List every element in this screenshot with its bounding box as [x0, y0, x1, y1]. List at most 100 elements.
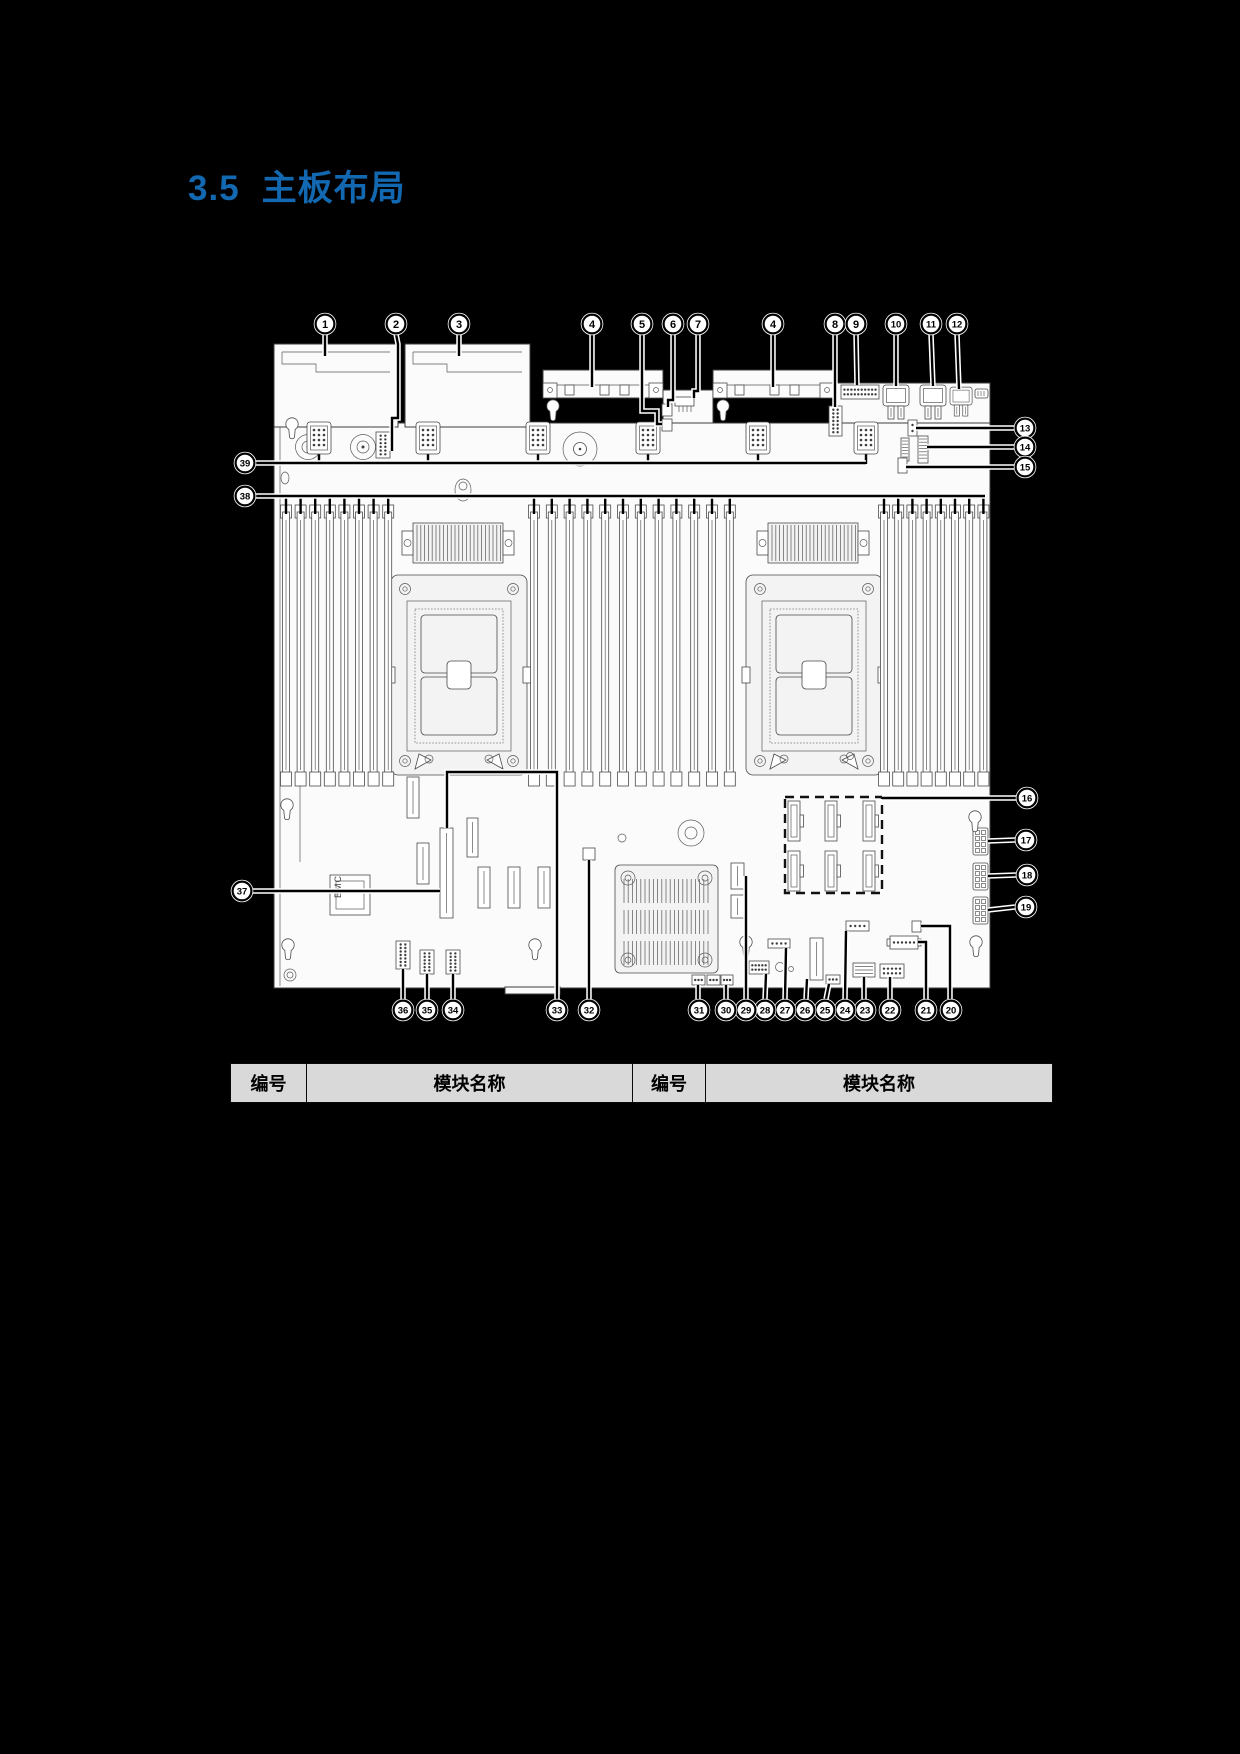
dimm-slot: [338, 496, 351, 787]
riser-slot-1: [542, 369, 664, 399]
callout-3: 3: [447, 312, 471, 356]
dimm-slot: [892, 496, 905, 787]
callout-37: 37: [230, 879, 440, 903]
callout-25: 25: [813, 983, 837, 1022]
speaker-buzzer: [562, 431, 598, 467]
callout-9: 9: [844, 312, 868, 386]
callout-1: 1: [313, 312, 337, 356]
svg-text:20: 20: [946, 1005, 957, 1016]
callout-30: 30: [714, 985, 738, 1022]
callout-39: 39: [233, 451, 866, 475]
dimm-slot: [617, 496, 629, 787]
square-connector-4: [635, 421, 661, 464]
callout-15: 15: [906, 455, 1037, 479]
svg-text:26: 26: [800, 1005, 811, 1016]
svg-text:8: 8: [832, 319, 838, 331]
vr-heatsink-1: [401, 522, 515, 564]
callout-22: 22: [878, 977, 902, 1022]
svg-text:17: 17: [1021, 835, 1032, 846]
pin-pattern: [892, 941, 916, 944]
dimm-slot: [723, 496, 736, 787]
svg-text:33: 33: [552, 1005, 563, 1016]
callout-35: 35: [415, 974, 439, 1022]
callout-2: 2: [384, 312, 408, 451]
svg-text:4: 4: [589, 319, 596, 331]
svg-text:21: 21: [921, 1005, 932, 1016]
table-header-name-2: 模块名称: [705, 1064, 1052, 1102]
dimm-slot: [545, 496, 558, 787]
svg-text:24: 24: [840, 1005, 851, 1016]
callout-21: 21: [914, 939, 938, 1022]
callout-6: 6: [661, 312, 685, 407]
svg-text:36: 36: [398, 1005, 409, 1016]
bmc-label: BMC: [333, 875, 343, 898]
pin-pattern: [843, 388, 877, 396]
callout-18: 18: [987, 863, 1039, 887]
svg-text:14: 14: [1020, 442, 1031, 453]
svg-text:31: 31: [694, 1005, 705, 1016]
callout-4b: 4: [761, 312, 785, 387]
dimm-slot: [563, 496, 576, 787]
pin-pattern: [423, 952, 431, 972]
dimm-slot: [280, 496, 292, 787]
sata-connector-15: [897, 457, 908, 474]
pin-header-8: [828, 405, 843, 437]
dimm-slot: [528, 496, 540, 787]
misc-connector-5: [661, 418, 673, 432]
callout-4a: 4: [580, 312, 604, 387]
mounting-holes: [280, 399, 983, 982]
dimm-slot: [920, 496, 933, 787]
svg-text:4: 4: [770, 319, 777, 331]
callout-17: 17: [987, 828, 1038, 852]
square-connector-5: [745, 421, 771, 464]
svg-text:19: 19: [1021, 902, 1032, 913]
pin-pattern: [828, 978, 838, 981]
dimm-slot: [634, 496, 647, 787]
sata-connector-13: [907, 419, 918, 437]
pin-pattern: [694, 978, 703, 982]
callout-33: 33: [444, 769, 569, 1022]
callout-10: 10: [884, 312, 908, 386]
svg-text:37: 37: [237, 886, 248, 897]
cpu-socket-2: [741, 574, 887, 776]
dimm-slot: [670, 496, 683, 787]
battery-connector: [974, 388, 989, 399]
pin-pattern: [882, 967, 902, 975]
square-connector-1: [306, 421, 332, 464]
square-connector-2: [415, 421, 441, 464]
dimm-slot: [323, 496, 336, 787]
svg-text:29: 29: [741, 1005, 752, 1016]
pin-pattern: [722, 978, 732, 982]
svg-text:16: 16: [1022, 793, 1033, 804]
module-table: 编号 模块名称 编号 模块名称: [230, 1063, 1053, 1103]
svg-text:15: 15: [1020, 462, 1031, 473]
callout-14: 14: [927, 435, 1037, 459]
callout-24: 24: [833, 930, 857, 1022]
svg-text:30: 30: [721, 1005, 732, 1016]
dimm-slot: [963, 496, 976, 787]
callout-11: 11: [919, 312, 943, 387]
svg-text:9: 9: [853, 319, 859, 331]
bottom-connectors: [395, 862, 922, 986]
callout-38: 38: [233, 484, 985, 508]
svg-text:7: 7: [695, 319, 701, 331]
pin-pattern: [832, 408, 839, 434]
svg-text:11: 11: [926, 319, 937, 330]
callout-34: 34: [441, 974, 465, 1022]
dimm-slot: [706, 496, 718, 787]
dimm-slot: [599, 496, 612, 787]
callout-26: 26: [793, 978, 817, 1022]
pin-pattern: [449, 952, 457, 972]
dimm-slot: [652, 496, 665, 787]
cpu-socket-1: [386, 574, 532, 776]
callout-20: 20: [921, 923, 963, 1022]
dimm-slot: [688, 496, 701, 787]
table-header-name-1: 模块名称: [306, 1064, 632, 1102]
svg-text:13: 13: [1020, 423, 1031, 434]
power-connectors: [972, 827, 989, 925]
power-block-2: [972, 862, 989, 891]
square-connector-3: [525, 421, 551, 464]
svg-text:28: 28: [760, 1005, 771, 1016]
svg-text:3: 3: [456, 319, 462, 331]
